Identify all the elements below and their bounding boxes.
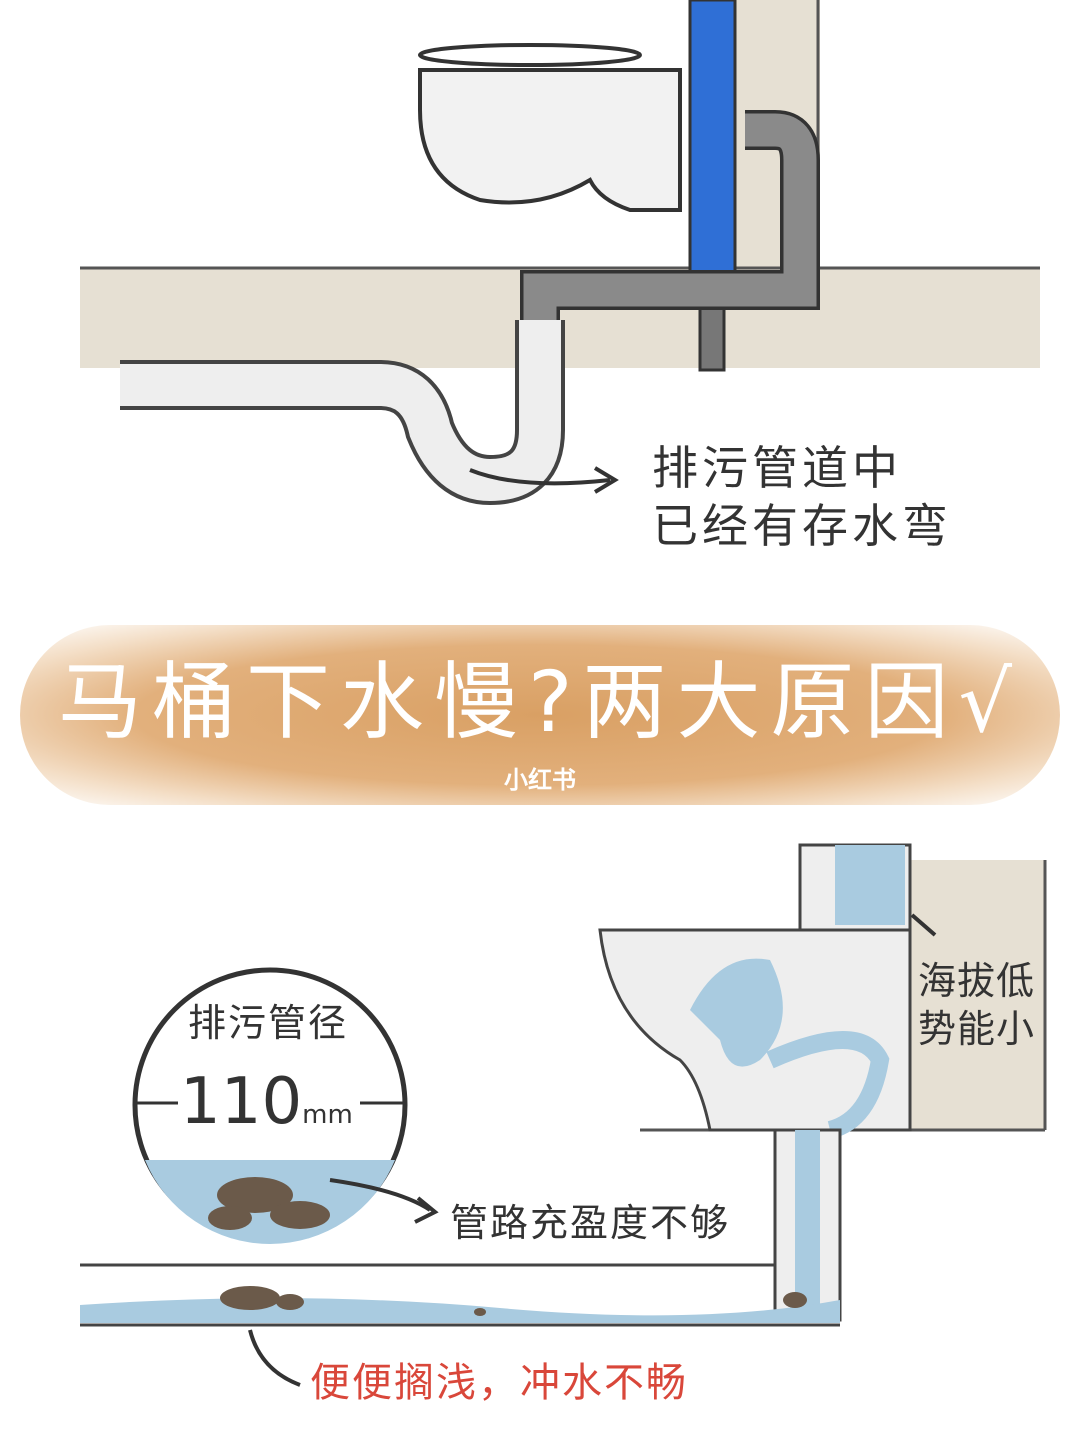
page-title: 马桶下水慢?两大原因√	[57, 653, 1023, 751]
height-caption: 海拔低 势能小	[918, 958, 1035, 1053]
title-banner	[20, 625, 1060, 805]
diameter-value: 110	[180, 1065, 303, 1139]
stranded-caption: 便便搁浅，冲水不畅	[310, 1360, 688, 1406]
caption-line-2: 已经有存水弯	[652, 498, 952, 553]
gray-drain-pipe	[520, 110, 820, 320]
floor-toilet	[598, 843, 937, 1139]
fill-caption: 管路充盈度不够	[450, 1201, 731, 1245]
bottom-wall	[640, 860, 1047, 1132]
blue-supply-pipe	[688, 0, 737, 372]
stool-pieces	[220, 1286, 807, 1316]
diameter-unit: mm	[302, 1100, 353, 1130]
drain-pipe	[80, 1128, 842, 1387]
pipe-diameter: 110mm	[180, 1062, 353, 1142]
wall-hung-toilet	[418, 43, 682, 212]
height-caption-line-1: 海拔低	[918, 959, 1036, 1003]
s-trap-pipe	[120, 320, 619, 506]
caption-line-1: 排污管道中	[652, 441, 902, 495]
watermark: 小红书	[504, 766, 576, 794]
pipe-cross-section-circle	[132, 967, 439, 1245]
height-caption-line-2: 势能小	[918, 1006, 1036, 1051]
circle-title: 排污管径	[188, 1001, 349, 1045]
trap-caption: 排污管道中 已经有存水弯	[652, 440, 952, 555]
